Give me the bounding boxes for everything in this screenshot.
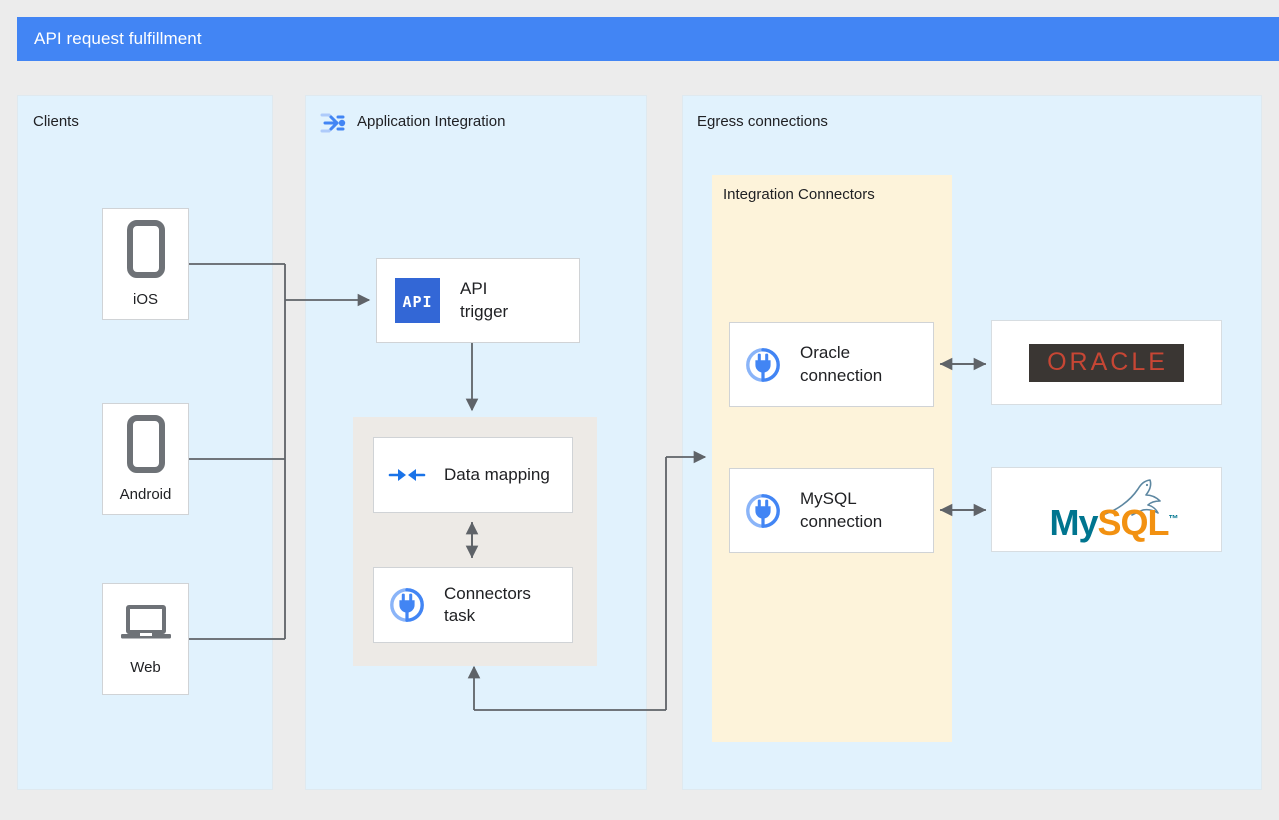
- node-api-trigger-label: API trigger: [460, 279, 509, 321]
- panel-clients-label: Clients: [33, 113, 79, 130]
- mobile-phone-icon: [126, 220, 166, 283]
- node-api-trigger[interactable]: API API trigger: [376, 258, 580, 343]
- svg-text:API: API: [402, 293, 432, 311]
- mysql-trademark: ™: [1168, 513, 1179, 525]
- client-card-web[interactable]: Web: [102, 583, 189, 695]
- backend-card-mysql[interactable]: MySQL™: [991, 467, 1222, 552]
- node-connectors-task-label: Connectors task: [444, 583, 531, 625]
- panel-application-integration-label: Application Integration: [357, 113, 506, 130]
- node-data-mapping[interactable]: Data mapping: [373, 437, 573, 513]
- mysql-sql-text: SQL: [1097, 501, 1170, 543]
- mysql-wordmark: MySQL™: [1049, 501, 1179, 543]
- node-data-mapping-label: Data mapping: [444, 464, 550, 484]
- panel-egress-label: Egress connections: [697, 113, 828, 130]
- node-connectors-task[interactable]: Connectors task: [373, 567, 573, 643]
- diagram-title-bar: API request fulfillment: [17, 17, 1279, 61]
- connector-plug-icon: [388, 586, 426, 624]
- client-label-web: Web: [130, 659, 161, 676]
- backend-card-oracle[interactable]: ORACLE: [991, 320, 1222, 405]
- client-card-android[interactable]: Android: [102, 403, 189, 515]
- node-oracle-connection[interactable]: Oracle connection: [729, 322, 934, 407]
- api-trigger-icon: API: [395, 278, 440, 323]
- mysql-logo: MySQL™: [1032, 477, 1182, 543]
- node-mysql-connection[interactable]: MySQL connection: [729, 468, 934, 553]
- panel-integration-connectors-label: Integration Connectors: [723, 186, 875, 203]
- connector-plug-icon: [744, 492, 782, 530]
- oracle-logo: ORACLE: [1029, 343, 1184, 382]
- client-label-ios: iOS: [132, 291, 158, 308]
- connector-plug-icon: [744, 346, 782, 384]
- client-label-android: Android: [119, 486, 172, 503]
- page-title: API request fulfillment: [34, 29, 202, 48]
- node-oracle-connection-label: Oracle connection: [800, 343, 883, 385]
- mysql-my-text: My: [1049, 501, 1099, 543]
- client-card-ios[interactable]: iOS: [102, 208, 189, 320]
- laptop-icon: [119, 602, 173, 651]
- node-mysql-connection-label: MySQL connection: [800, 489, 883, 531]
- mobile-phone-icon: [126, 415, 166, 478]
- application-integration-icon: [316, 107, 348, 139]
- panel-integration-connectors: [712, 175, 952, 742]
- data-mapping-icon: [388, 460, 426, 490]
